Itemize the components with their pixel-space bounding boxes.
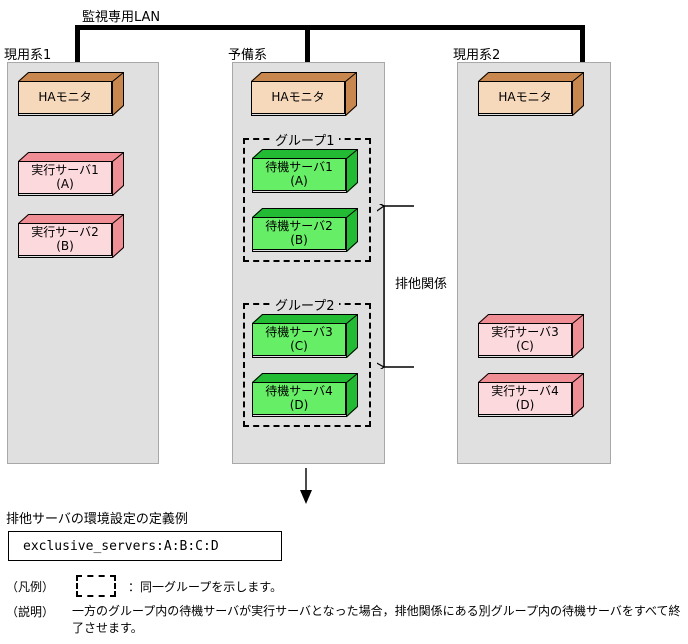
- node-title: HAモニタ: [38, 89, 92, 104]
- node-subtitle: (C): [290, 338, 308, 353]
- system-label-active2: 現用系2: [453, 48, 501, 63]
- definition-code-text: exclusive_servers:A:B:C:D: [23, 538, 219, 554]
- node-label-wrap: 実行サーバ1 (A): [18, 161, 112, 194]
- node-ha-monitor-3: HAモニタ: [478, 72, 584, 116]
- node-label-wrap: 待機サーバ4 (D): [252, 382, 346, 415]
- box-side-face: [346, 72, 357, 116]
- system-panel-active1: [7, 62, 159, 464]
- definition-code-box: exclusive_servers:A:B:C:D: [8, 531, 282, 561]
- group-frame-1: グループ1: [243, 130, 371, 262]
- box-top-face: [478, 373, 584, 382]
- node-title: 実行サーバ1: [31, 163, 99, 178]
- group-label-2: グループ2: [271, 295, 339, 314]
- box-top-face: [252, 149, 358, 158]
- node-label-wrap: 待機サーバ3 (C): [252, 323, 346, 356]
- node-subtitle: (A): [56, 176, 74, 191]
- node-label-wrap: HAモニタ: [18, 81, 112, 114]
- node-ha-monitor-2: HAモニタ: [251, 72, 357, 116]
- node-title: 実行サーバ3: [491, 325, 559, 340]
- group-frame-2: グループ2: [243, 295, 371, 427]
- box-top-face: [252, 314, 358, 323]
- system-label-active1: 現用系1: [4, 48, 52, 63]
- node-label-wrap: 待機サーバ1 (A): [252, 158, 346, 191]
- node-title: 待機サーバ3: [265, 325, 333, 340]
- node-title: HAモニタ: [498, 89, 552, 104]
- node-title: 実行サーバ4: [491, 384, 559, 399]
- box-side-face: [113, 214, 124, 258]
- node-title: 待機サーバ4: [265, 384, 333, 399]
- node-title: 待機サーバ1: [265, 160, 333, 175]
- lan-label: 監視専用LAN: [82, 10, 161, 25]
- lan-drop-active2: [580, 25, 585, 64]
- node-subtitle: (C): [516, 338, 534, 353]
- legend-key-label: （凡例）: [6, 580, 55, 594]
- node-title: HAモニタ: [271, 89, 325, 104]
- box-top-face: [252, 373, 358, 382]
- exclusive-relation-label: 排他関係: [395, 277, 448, 292]
- node-exec-server-4: 実行サーバ4 (D): [478, 373, 584, 417]
- system-label-standby: 予備系: [228, 48, 268, 63]
- legend-key-text: ：同一グループを示します。: [128, 580, 283, 594]
- box-top-face: [18, 152, 124, 161]
- group-label-1: グループ1: [271, 130, 339, 149]
- node-standby-server-1: 待機サーバ1 (A): [252, 149, 358, 193]
- node-standby-server-3: 待機サーバ3 (C): [252, 314, 358, 358]
- box-top-face: [478, 72, 584, 81]
- down-arrow-icon: [300, 468, 312, 504]
- box-side-face: [573, 314, 584, 358]
- node-label-wrap: 待機サーバ2 (B): [252, 217, 346, 250]
- legend-note-label: （説明）: [6, 605, 55, 619]
- node-label-wrap: 実行サーバ2 (B): [18, 223, 112, 256]
- box-top-face: [478, 314, 584, 323]
- box-side-face: [113, 152, 124, 196]
- node-title: 待機サーバ2: [265, 219, 333, 234]
- node-subtitle: (B): [56, 238, 74, 253]
- lan-drop-active1: [75, 25, 80, 64]
- node-subtitle: (B): [290, 232, 308, 247]
- node-subtitle: (D): [289, 397, 309, 412]
- box-top-face: [251, 72, 357, 81]
- box-side-face: [113, 72, 124, 116]
- node-label-wrap: HAモニタ: [478, 81, 572, 114]
- node-label-wrap: 実行サーバ4 (D): [478, 382, 572, 415]
- node-exec-server-1: 実行サーバ1 (A): [18, 152, 124, 196]
- box-side-face: [573, 373, 584, 417]
- box-top-face: [18, 214, 124, 223]
- node-ha-monitor-1: HAモニタ: [18, 72, 124, 116]
- node-subtitle: (D): [515, 397, 535, 412]
- node-label-wrap: 実行サーバ3 (C): [478, 323, 572, 356]
- node-subtitle: (A): [290, 173, 308, 188]
- lan-bus-line: [75, 25, 585, 30]
- node-title: 実行サーバ2: [31, 225, 99, 240]
- legend-note-text: 一方のグループ内の待機サーバが実行サーバとなった場合，排他関係にある別グループ内…: [72, 604, 681, 636]
- box-side-face: [573, 72, 584, 116]
- definition-title: 排他サーバの環境設定の定義例: [6, 512, 188, 527]
- node-exec-server-2: 実行サーバ2 (B): [18, 214, 124, 258]
- legend-dashed-swatch: [76, 575, 116, 597]
- node-standby-server-2: 待機サーバ2 (B): [252, 208, 358, 252]
- box-top-face: [252, 208, 358, 217]
- box-side-face: [347, 314, 358, 358]
- lan-drop-standby: [305, 25, 310, 64]
- box-side-face: [347, 208, 358, 252]
- node-standby-server-4: 待機サーバ4 (D): [252, 373, 358, 417]
- box-side-face: [347, 373, 358, 417]
- node-label-wrap: HAモニタ: [251, 81, 345, 114]
- node-exec-server-3: 実行サーバ3 (C): [478, 314, 584, 358]
- box-side-face: [347, 149, 358, 193]
- exclusive-relation-bracket-icon: [377, 204, 414, 369]
- box-top-face: [18, 72, 124, 81]
